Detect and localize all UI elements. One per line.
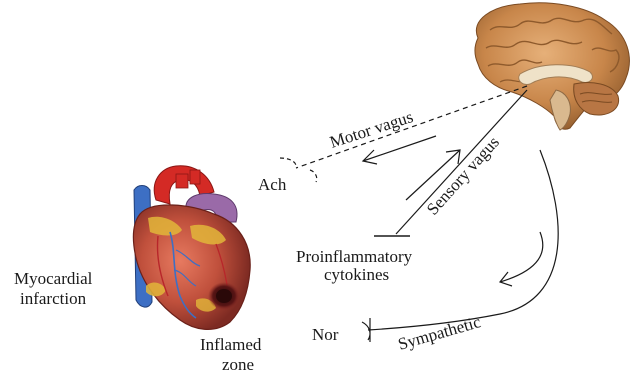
sympathetic-label: Sympathetic (396, 312, 483, 354)
brain-icon (475, 3, 629, 130)
nor-synapse-icon (362, 318, 370, 342)
inflamed-label: Inflamed (200, 335, 262, 354)
motor-vagus-label: Motor vagus (327, 107, 415, 152)
sympathetic-arrow-icon (500, 232, 543, 286)
proinflammatory-label: Proinflammatory (296, 247, 413, 266)
infarction-label: infarction (20, 289, 87, 308)
heart-icon (133, 166, 250, 330)
nor-label: Nor (312, 325, 339, 344)
sensory-vagus-label: Sensory vagus (423, 133, 503, 219)
zone-label: zone (222, 355, 254, 374)
cytokines-label: cytokines (324, 265, 389, 284)
ach-label: Ach (258, 175, 287, 194)
myocardial-label: Myocardial (14, 269, 93, 288)
